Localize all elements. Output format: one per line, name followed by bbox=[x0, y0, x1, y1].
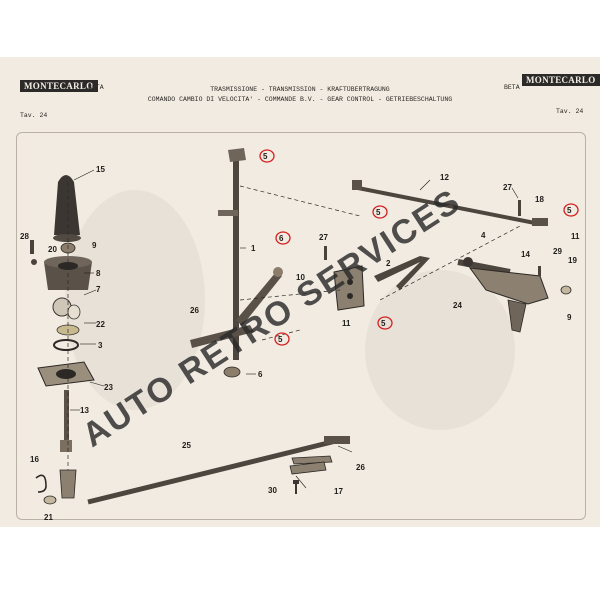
rod-part-2 bbox=[374, 256, 430, 290]
highlight-circle bbox=[275, 231, 291, 245]
mounting-plate-part bbox=[37, 361, 95, 387]
washer-part-21 bbox=[43, 495, 57, 505]
screw-part-29 bbox=[538, 266, 541, 276]
part-number: 13 bbox=[80, 406, 89, 415]
part-number: 24 bbox=[453, 301, 462, 310]
highlight-circle bbox=[563, 203, 579, 217]
part-number: 5 bbox=[278, 335, 283, 344]
part-number: 5 bbox=[567, 206, 572, 215]
plate-part-26 bbox=[291, 455, 333, 465]
part-number: 29 bbox=[553, 247, 562, 256]
part-number: 5 bbox=[381, 319, 386, 328]
plate-part-17 bbox=[289, 461, 327, 475]
part-number: 25 bbox=[182, 441, 191, 450]
highlight-circles bbox=[259, 149, 579, 346]
model-label-left: BETA bbox=[88, 84, 104, 91]
part-number: 17 bbox=[334, 487, 343, 496]
part-number: 5 bbox=[263, 152, 268, 161]
model-label-right: BETA bbox=[504, 84, 520, 91]
highlight-circle bbox=[377, 316, 393, 330]
part-number: 6 bbox=[279, 234, 284, 243]
part-number: 16 bbox=[30, 455, 39, 464]
gearbox-bracket-part bbox=[468, 267, 549, 333]
part-number: 11 bbox=[342, 319, 351, 328]
gear-lever-rod-part bbox=[59, 390, 77, 499]
part-number: 2 bbox=[386, 259, 391, 268]
long-shift-rod-part bbox=[87, 436, 350, 505]
part-number: 21 bbox=[44, 513, 53, 522]
part-number: 6 bbox=[258, 370, 263, 379]
title-line-2: COMANDO CAMBIO DI VELOCITA' - COMMANDE B… bbox=[147, 96, 453, 103]
upper-rod-part bbox=[352, 180, 548, 226]
highlight-circle bbox=[259, 149, 275, 163]
highlight-circle bbox=[274, 332, 290, 346]
ring-part bbox=[53, 339, 79, 351]
part-number: 9 bbox=[567, 313, 572, 322]
bolt-part-30 bbox=[293, 480, 299, 494]
part-number: 20 bbox=[48, 245, 57, 254]
part-number: 23 bbox=[104, 383, 113, 392]
gear-knob-part bbox=[53, 175, 81, 242]
part-number: 27 bbox=[503, 183, 512, 192]
part-number: 30 bbox=[268, 486, 277, 495]
part-number: 22 bbox=[96, 320, 105, 329]
part-number: 3 bbox=[98, 341, 103, 350]
part-number: 10 bbox=[296, 273, 305, 282]
montecarlo-logo-left: MONTECARLO bbox=[20, 80, 98, 92]
table-number-right: Tav. 24 bbox=[556, 108, 584, 115]
nut-part-6 bbox=[223, 366, 241, 378]
title-line-1: TRASMISSIONE - TRANSMISSION - KRAFTÜBERT… bbox=[210, 86, 390, 93]
part-number: 28 bbox=[20, 232, 29, 241]
lever-part-26 bbox=[190, 325, 254, 348]
leader-lines bbox=[70, 169, 519, 489]
part-number: 18 bbox=[535, 195, 544, 204]
connecting-rod-part bbox=[457, 257, 511, 275]
part-number: 5 bbox=[376, 208, 381, 217]
diagram-frame bbox=[16, 132, 586, 520]
part-number: 1 bbox=[251, 244, 256, 253]
part-number: 4 bbox=[481, 231, 486, 240]
montecarlo-logo-right: MONTECARLO bbox=[522, 74, 600, 86]
part-number: 27 bbox=[319, 233, 328, 242]
clip-part bbox=[35, 474, 47, 493]
highlight-circle bbox=[372, 205, 388, 219]
part-number: 15 bbox=[96, 165, 105, 174]
part-number: 9 bbox=[92, 241, 97, 250]
part-number: 7 bbox=[96, 285, 101, 294]
part-number: 26 bbox=[190, 306, 199, 315]
linkage-lever-part bbox=[236, 267, 283, 326]
part-number: 11 bbox=[571, 232, 580, 241]
part-number: 14 bbox=[521, 250, 530, 259]
ball-joint-part bbox=[52, 297, 81, 320]
bolt-part-27b bbox=[324, 246, 327, 260]
washer-part-19 bbox=[560, 285, 572, 295]
part-number: 8 bbox=[96, 269, 101, 278]
part-number: 19 bbox=[568, 256, 577, 265]
background-shadow bbox=[65, 190, 515, 430]
table-number-left: Tav. 24 bbox=[20, 112, 48, 119]
part-number-labels: 15 28 20 9 8 7 22 3 23 13 16 21 5 1 6 26… bbox=[20, 152, 580, 522]
selector-shaft-part bbox=[218, 148, 246, 360]
bracket-part bbox=[333, 265, 365, 311]
screw-part-28 bbox=[30, 240, 37, 265]
bolt-part-27 bbox=[518, 200, 521, 216]
alignment-lines bbox=[67, 182, 521, 470]
part-number: 26 bbox=[356, 463, 365, 472]
part-number: 12 bbox=[440, 173, 449, 182]
